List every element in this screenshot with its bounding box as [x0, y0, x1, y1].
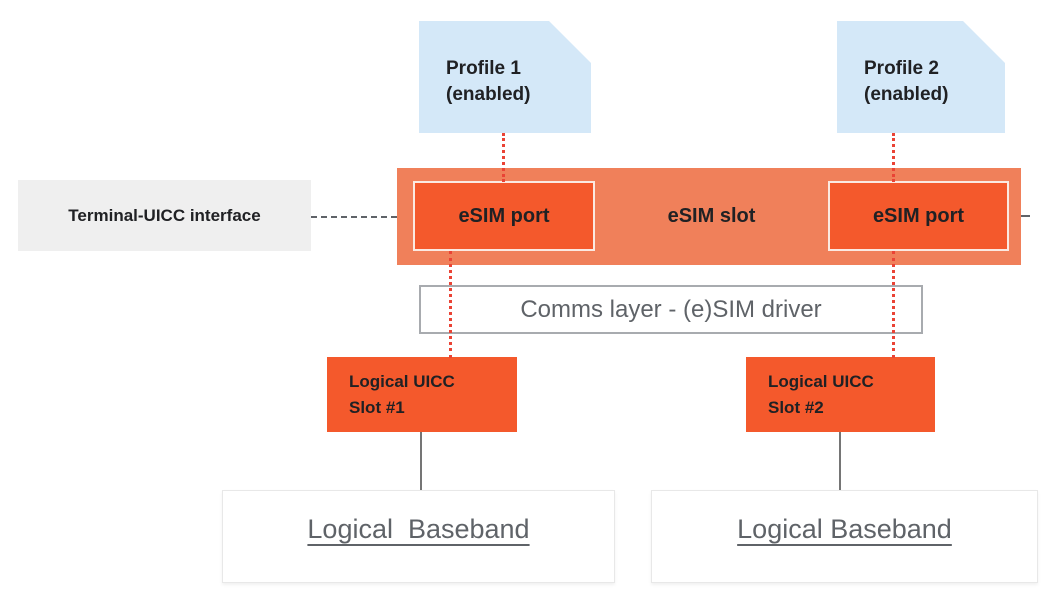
logical-baseband-1-label: Logical Baseband: [307, 514, 530, 544]
connector-port1-to-uicc1: [449, 251, 452, 358]
uicc-slot-1-line2: Slot #1: [349, 397, 405, 417]
profile-1-card: Profile 1 (enabled): [419, 21, 591, 133]
profile-1-status: (enabled): [446, 84, 531, 105]
esim-port-1-box: eSIM port: [413, 181, 595, 251]
connector-port2-to-uicc2: [892, 251, 895, 358]
logical-baseband-2-label: Logical Baseband: [737, 514, 952, 544]
esim-port-1-label: eSIM port: [458, 204, 550, 227]
connector-slot-right-stub: [1021, 215, 1030, 217]
logical-uicc-slot-1-box: Logical UICC Slot #1: [327, 357, 517, 432]
profile-2-title: Profile 2: [864, 58, 939, 79]
comms-layer-label: Comms layer - (e)SIM driver: [520, 295, 822, 323]
comms-layer-box: Comms layer - (e)SIM driver: [419, 285, 923, 334]
logical-baseband-1-box: Logical Baseband: [222, 490, 615, 583]
connector-uicc2-to-baseband2: [839, 432, 841, 490]
profile-2-card: Profile 2 (enabled): [837, 21, 1005, 133]
connector-terminal-to-slot: [311, 216, 397, 218]
connector-profile1-to-port1: [502, 133, 505, 182]
esim-port-2-label: eSIM port: [872, 204, 965, 227]
uicc-slot-2-line2: Slot #2: [768, 397, 824, 417]
esim-slot-label: eSIM slot: [595, 181, 828, 251]
profile-2-status: (enabled): [864, 84, 949, 105]
terminal-uicc-interface-label: Terminal-UICC interface: [18, 180, 311, 251]
connector-profile2-to-port2: [892, 133, 895, 182]
esim-slot-text: eSIM slot: [667, 204, 756, 227]
logical-uicc-slot-2-box: Logical UICC Slot #2: [746, 357, 935, 432]
logical-baseband-2-box: Logical Baseband: [651, 490, 1038, 583]
profile-1-title: Profile 1: [446, 58, 521, 79]
uicc-slot-2-line1: Logical UICC: [768, 371, 874, 391]
esim-port-2-box: eSIM port: [828, 181, 1009, 251]
terminal-uicc-interface-text: Terminal-UICC interface: [68, 205, 261, 225]
connector-uicc1-to-baseband1: [420, 432, 422, 490]
uicc-slot-1-line1: Logical UICC: [349, 371, 455, 391]
